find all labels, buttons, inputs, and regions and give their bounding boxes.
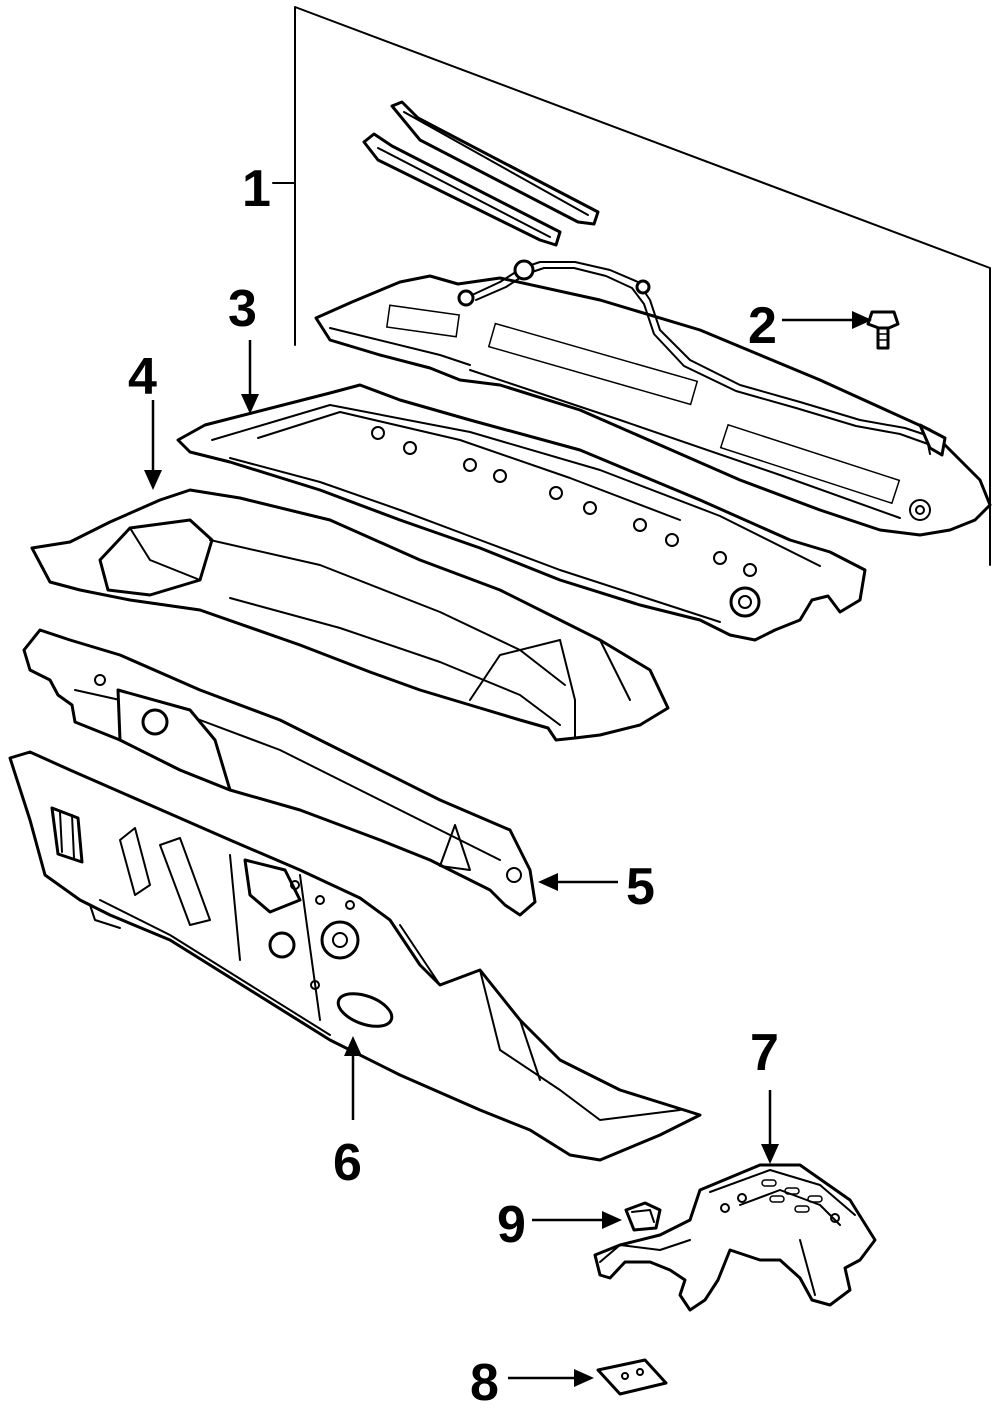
dash-reinforcement	[22, 628, 537, 917]
callout-8: 8	[470, 1354, 499, 1409]
callout-4: 4	[128, 348, 157, 406]
dash-panel	[8, 750, 702, 1162]
cowl-seal-strips	[362, 100, 600, 247]
callout-9: 9	[497, 1196, 526, 1254]
callout-7: 7	[750, 1024, 779, 1082]
callout-2: 2	[748, 297, 777, 355]
dash-top-panel	[30, 488, 670, 742]
callout-6: 6	[333, 1134, 362, 1192]
mounting-plate	[596, 1358, 668, 1396]
upper-plenum-panel	[176, 383, 867, 642]
callout-labels: 1 2 3 4 5 6 7 8 9	[128, 160, 779, 1409]
cowl-panel-assembly-box	[272, 6, 991, 566]
callout-5: 5	[626, 858, 655, 916]
callout-1: 1	[242, 160, 271, 218]
callout-3: 3	[228, 280, 257, 338]
screw-fastener	[866, 310, 900, 350]
cowl-vent-grille	[314, 274, 992, 537]
washer-hose	[457, 259, 947, 457]
retainer-clip	[624, 1201, 662, 1232]
support-bracket	[593, 1163, 877, 1312]
callout-leaders	[144, 311, 872, 1387]
